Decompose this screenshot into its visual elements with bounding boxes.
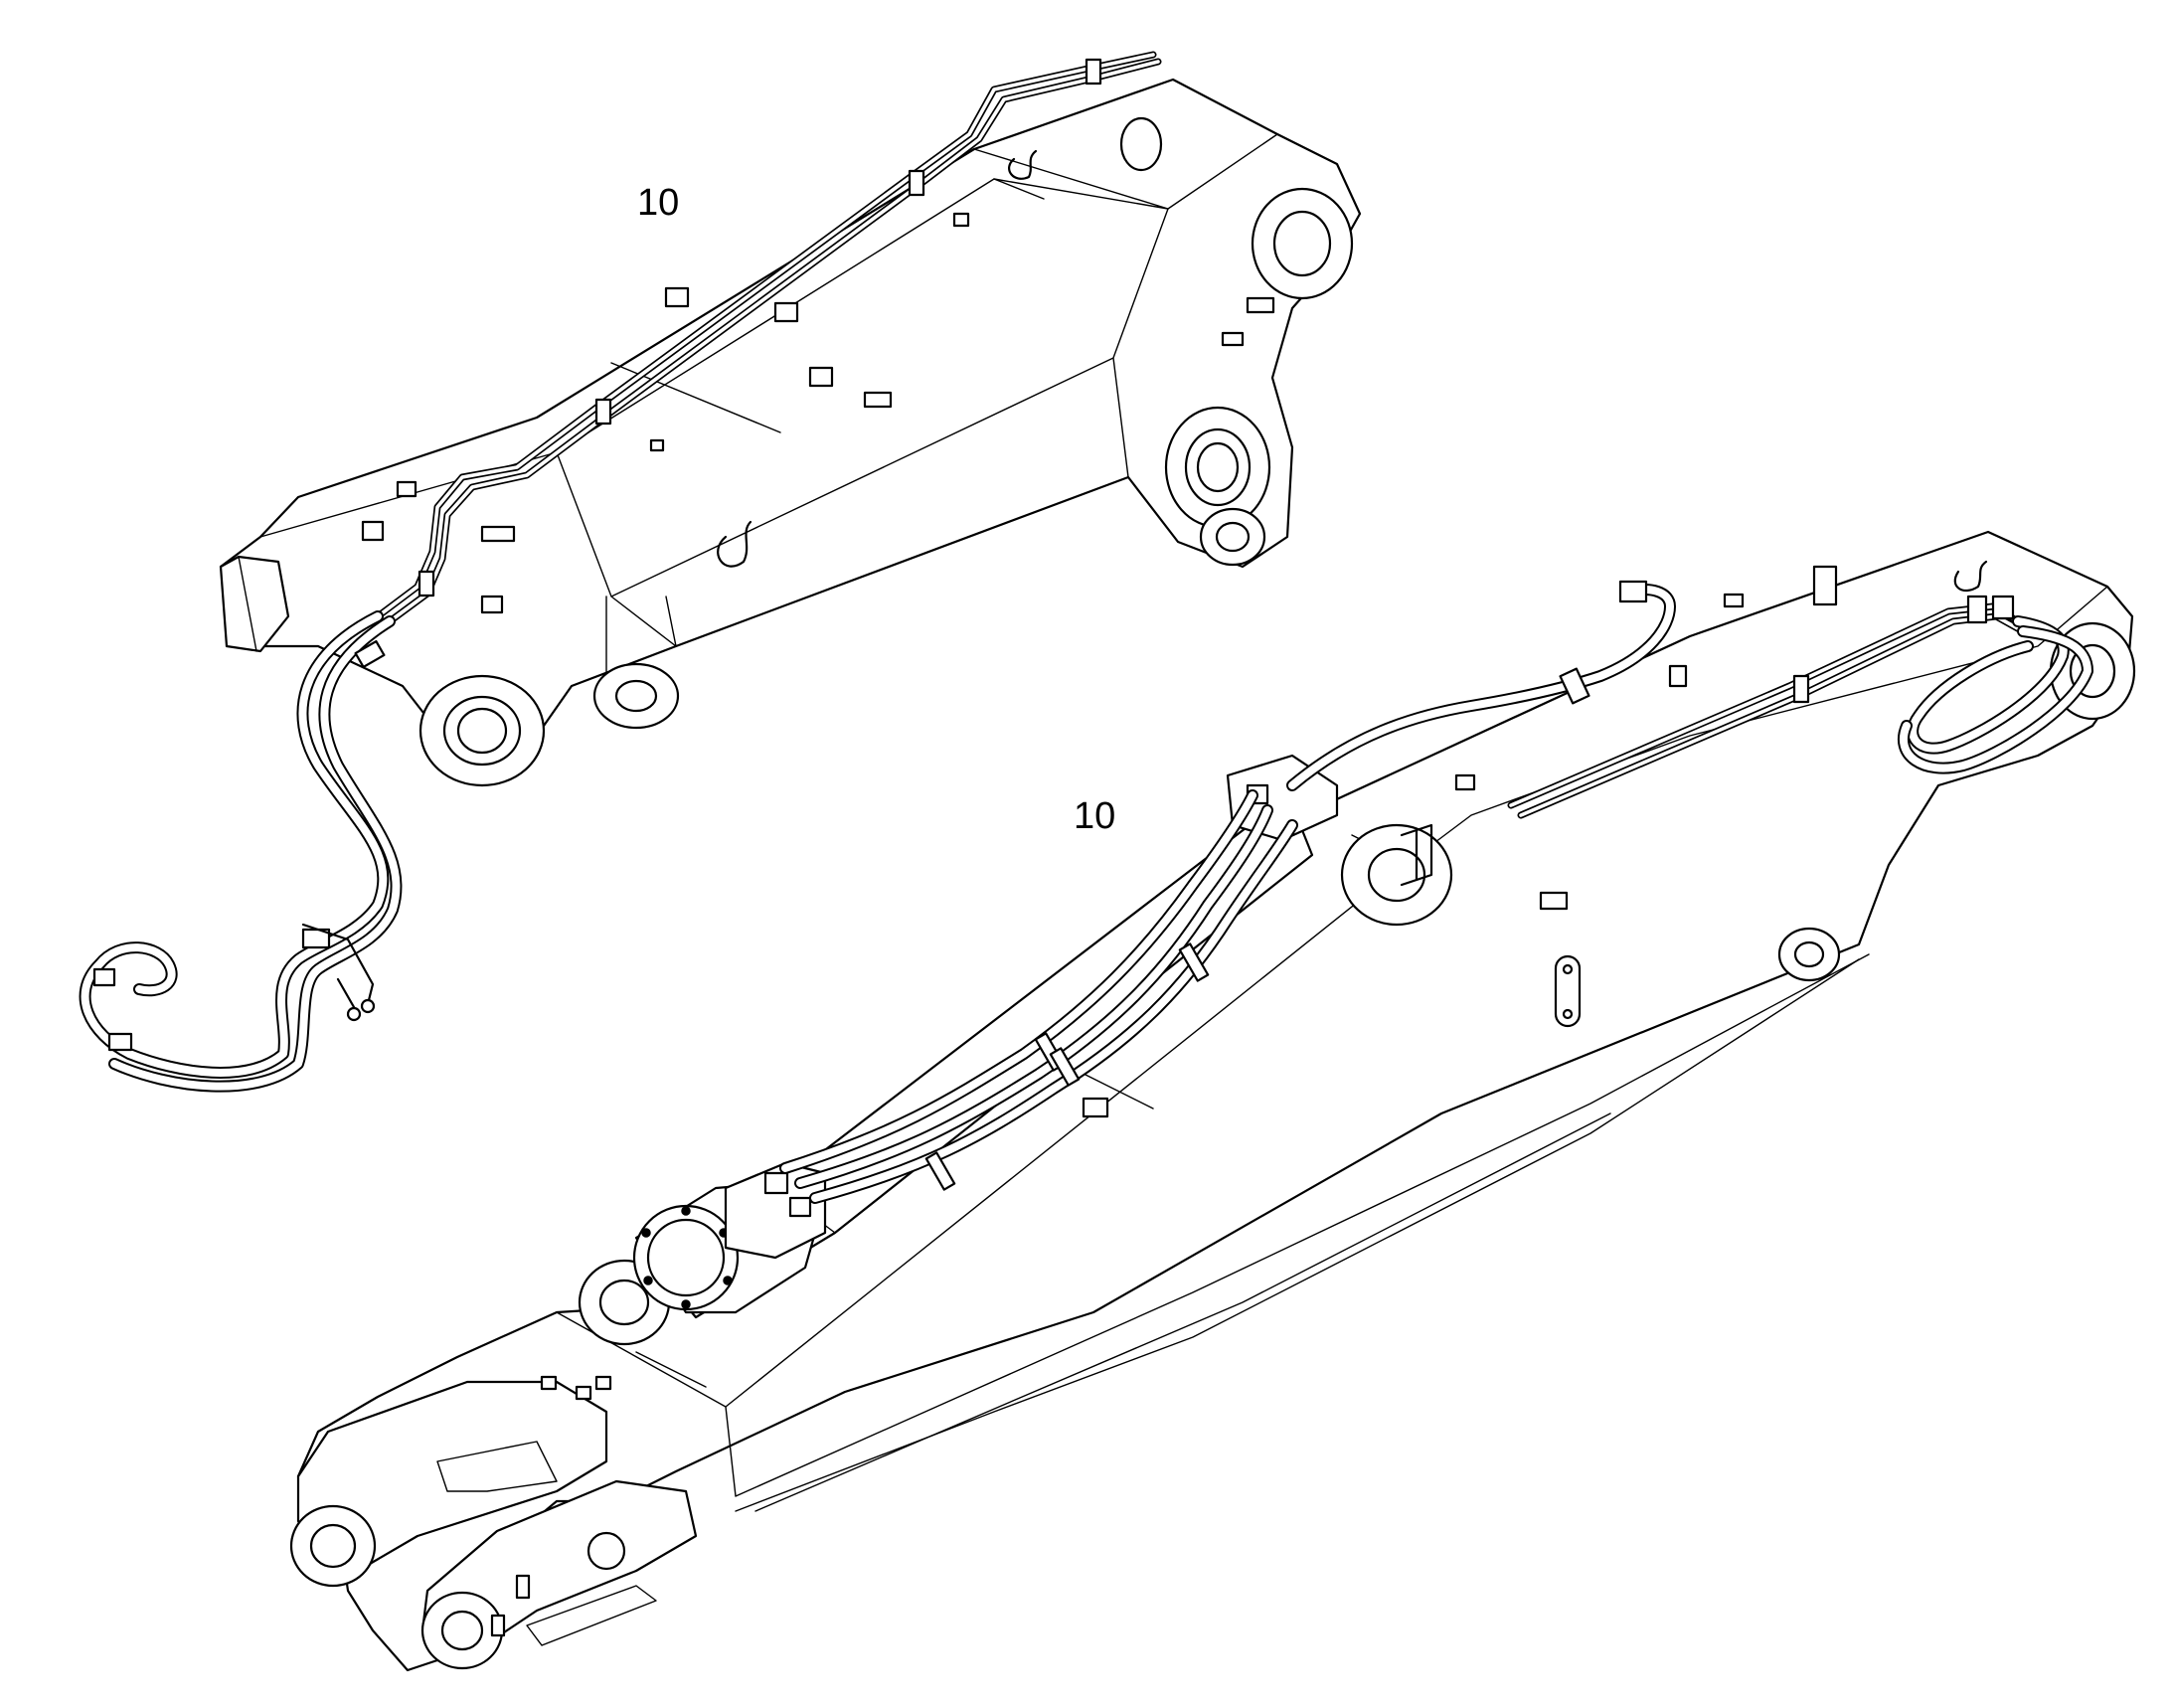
callout-number-upper: 10 [637,182,680,224]
lower-boom-pad [575,1385,592,1401]
lower-boom-pad [1082,1097,1109,1118]
lower-boom-pad [490,1614,506,1637]
upper-arm-lower-boss [592,662,680,730]
lower-boom-bottom-chord [735,958,1860,1512]
lower-hose-clamp [1178,942,1210,982]
upper-arm-pad [649,438,665,452]
lower-boom-bracket [1400,823,1433,887]
lower-boom-lower-boss [1777,927,1841,982]
lower-boom-slot-plate [1554,954,1582,1028]
upper-arm-side-seam [556,208,1169,647]
upper-pipe-clamp [908,169,925,197]
lower-hose-fitting [1618,580,1648,603]
upper-pipe-clamp [594,398,612,426]
upper-arm-pad [773,301,799,323]
lower-boom-pad [1668,664,1688,688]
lower-hose-fitting [1991,595,2015,620]
upper-arm-pad [396,480,418,498]
upper-arm-assembly [79,51,1362,1093]
callout-number-lower: 10 [1074,795,1116,837]
upper-arm-hook-mark-2 [1008,149,1038,180]
upper-hose-fitting [107,1032,133,1052]
lower-boom-pad [1539,891,1569,911]
lower-boom-foot-round-plate [586,1531,626,1571]
upper-arm-hook-mark [717,520,752,568]
upper-arm-pad [480,525,516,543]
lower-boom-pad [1723,593,1745,608]
lower-hose-clamp [1559,667,1590,705]
lower-boom-assembly [289,530,2136,1672]
lower-boom-pad [594,1375,612,1391]
upper-arm-pad [863,391,893,409]
upper-arm-pad [1246,296,1275,314]
upper-pipe-clamp [1085,58,1102,85]
upper-arm-link-boss [1199,507,1266,567]
lower-boom-pad [515,1574,531,1600]
upper-pipe-clamp [418,570,435,598]
lower-boom-pad [540,1375,558,1391]
lower-boom-pad [1454,773,1476,791]
upper-arm-pad [808,366,834,388]
upper-flex-hose [79,610,390,1079]
upper-hose-fitting [92,967,116,987]
upper-arm-pad [1221,331,1245,347]
upper-arm-body [219,78,1362,763]
lower-boom-cylinder-flange [632,1204,740,1311]
lower-hose-clamp [1049,1047,1081,1087]
upper-arm-pad [361,520,385,542]
lower-hose-clamp [924,1151,956,1191]
upper-arm-pad [480,595,504,614]
upper-arm-tip-eye [1119,116,1163,172]
upper-arm-pad [952,212,970,228]
upper-arm-pad [664,286,690,308]
lower-boom-hook-mark [1953,560,1988,593]
lower-pipe-clamp [1792,674,1810,704]
upper-arm-plate-divider-2 [993,178,1045,200]
lower-pipe-clamp [1966,595,1988,624]
lower-boom-foot-cavity [436,1441,558,1492]
lower-boom-pad [1812,565,1838,606]
upper-hose-fitting [354,639,386,669]
